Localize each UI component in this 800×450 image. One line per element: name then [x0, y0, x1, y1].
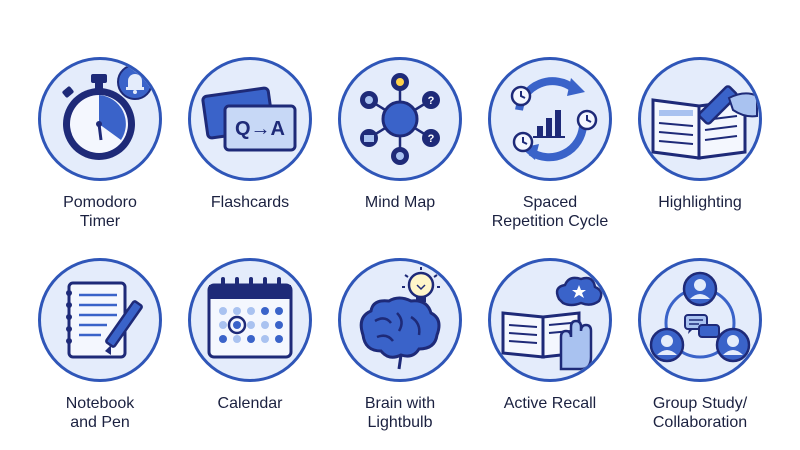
calendar-icon — [188, 258, 312, 382]
tile-calendar: Calendar — [175, 258, 325, 450]
tile-mind-map: ? ? Mind Map — [325, 57, 475, 257]
cycle-icon — [488, 57, 612, 181]
tile-label: Calendar — [217, 395, 283, 412]
notebook-pen-icon — [38, 258, 162, 382]
group-people-icon — [638, 258, 762, 382]
stopwatch-icon — [38, 57, 162, 181]
flashcards-icon: Q→A — [188, 57, 312, 181]
tile-spaced-repetition: Spaced Repetition Cycle — [475, 57, 625, 257]
brain-lightbulb-icon — [338, 258, 462, 382]
tile-label: Brain with Lightbulb — [364, 395, 436, 431]
book-hand-icon — [488, 258, 612, 382]
svg-text:?: ? — [428, 133, 435, 145]
card-text: Q→A — [235, 118, 285, 140]
highlighter-book-icon — [638, 57, 762, 181]
tile-label: Group Study/ Collaboration — [652, 395, 748, 431]
tile-label: Notebook and Pen — [65, 395, 135, 431]
tile-label: Highlighting — [658, 194, 742, 211]
tile-label: Mind Map — [364, 194, 436, 211]
tile-group-study: Group Study/ Collaboration — [625, 258, 775, 450]
tile-active-recall: Active Recall — [475, 258, 625, 450]
mind-map-icon: ? ? — [338, 57, 462, 181]
svg-text:?: ? — [428, 95, 435, 107]
tile-highlighting: Highlighting — [625, 57, 775, 257]
tile-label: Active Recall — [503, 395, 597, 412]
tile-flashcards: Q→A Flashcards — [175, 57, 325, 257]
tile-brain-lightbulb: Brain with Lightbulb — [325, 258, 475, 450]
tile-label: Pomodoro Timer — [63, 194, 137, 230]
tile-notebook-pen: Notebook and Pen — [25, 258, 175, 450]
tile-label: Spaced Repetition Cycle — [491, 194, 609, 230]
tile-label: Flashcards — [210, 194, 290, 211]
tile-pomodoro-timer: Pomodoro Timer — [25, 57, 175, 257]
